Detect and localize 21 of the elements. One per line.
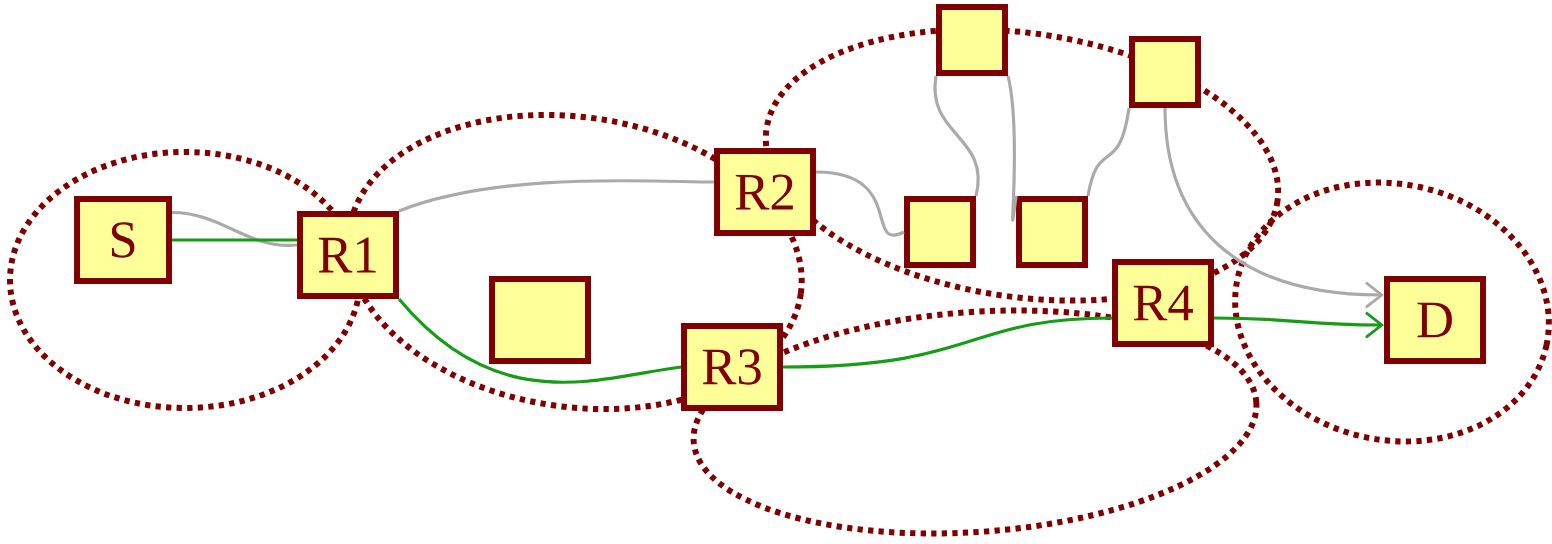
router-box: D: [1384, 276, 1486, 364]
router-box: R4: [1112, 259, 1214, 347]
node-box: [904, 196, 976, 268]
route-line: [1086, 107, 1131, 197]
router-box: R1: [297, 211, 399, 299]
router-box: R2: [714, 148, 816, 236]
route-line: [1006, 75, 1018, 220]
route-line: [933, 75, 980, 197]
route-line: [397, 297, 682, 384]
router-box: R3: [681, 323, 783, 411]
node-box: [1016, 196, 1088, 268]
route-line: [171, 210, 298, 247]
router-box: S: [74, 196, 172, 284]
route-line: [172, 238, 298, 242]
route-line: [815, 170, 905, 237]
node-box: [489, 276, 591, 364]
node-box: [1129, 36, 1201, 108]
node-box: [936, 4, 1008, 76]
route-line: [1163, 107, 1385, 309]
route-line: [782, 316, 1113, 369]
route-line: [398, 179, 715, 213]
